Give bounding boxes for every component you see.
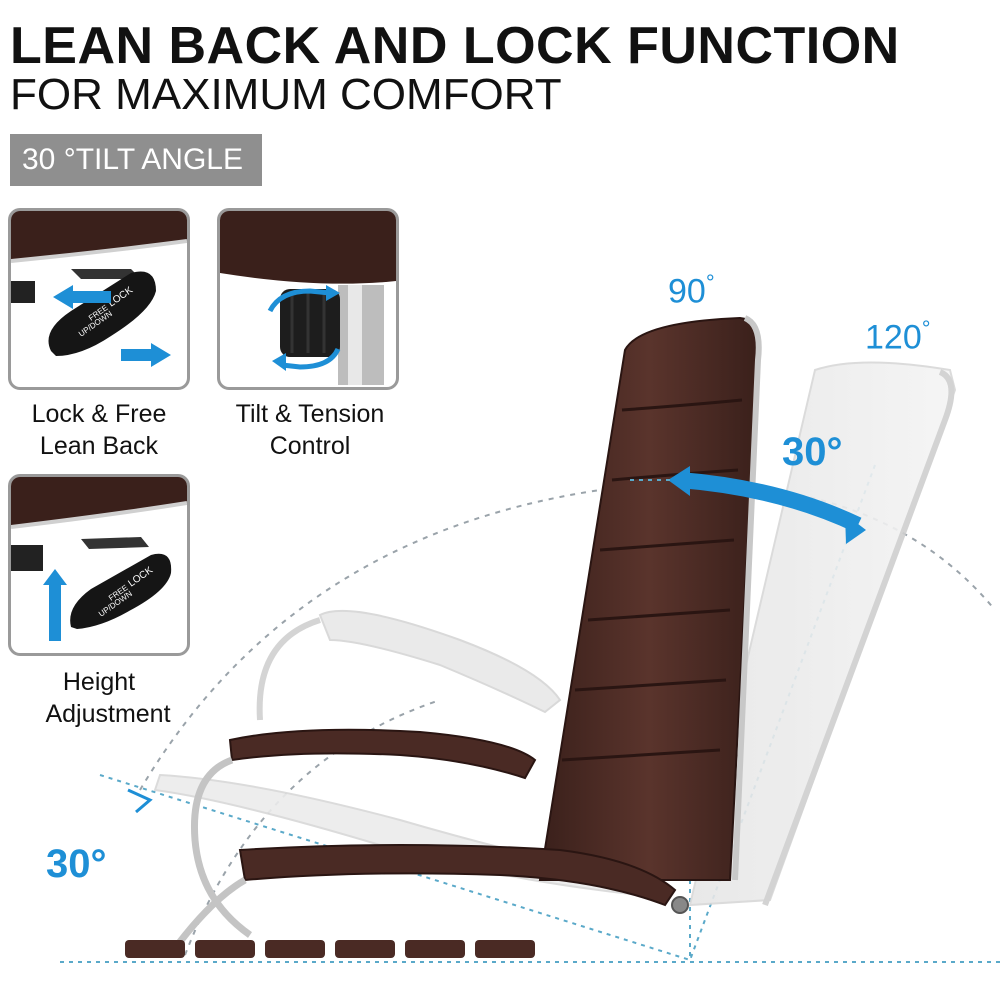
feature-caption-lock-line1: Lock & Free xyxy=(31,400,167,428)
feature-caption-tension-line2: Control xyxy=(269,432,351,460)
feature-caption-lock: Lock & Free Lean Back xyxy=(8,398,190,462)
feature-caption-height-line1: Height xyxy=(62,668,136,696)
feature-caption-lock-line2: Lean Back xyxy=(39,432,159,460)
feature-caption-tension: Tilt & Tension Control xyxy=(215,398,405,462)
seat-tilt-label: 30° xyxy=(46,842,107,886)
lever-icon: LOCK FREE UP/DOWN xyxy=(11,477,187,641)
page-title: LEAN BACK AND LOCK FUNCTION xyxy=(10,17,900,75)
upright-degree-symbol: ° xyxy=(705,270,715,295)
lever-icon: LOCK FREE UP/DOWN xyxy=(11,211,187,367)
feature-caption-height-line2: Adjustment xyxy=(45,700,171,728)
upright-chair xyxy=(125,315,762,958)
page-subtitle: FOR MAXIMUM COMFORT xyxy=(10,70,562,119)
tilt-angle-arrow xyxy=(679,472,862,533)
reclined-angle-label: 120° xyxy=(865,316,931,357)
back-tilt-label: 30° xyxy=(782,430,843,474)
feature-panel-height: LOCK FREE UP/DOWN xyxy=(8,474,190,656)
upright-angle-label: 90° xyxy=(668,270,715,311)
feature-caption-height: Height Adjustment xyxy=(8,666,208,730)
feature-panel-lock: LOCK FREE UP/DOWN xyxy=(8,208,190,390)
tension-knob-icon xyxy=(220,211,396,385)
reclined-degree-symbol: ° xyxy=(921,316,931,341)
feature-caption-tension-line1: Tilt & Tension xyxy=(235,400,385,428)
reclined-angle-value: 120 xyxy=(865,318,922,357)
feature-panel-tension xyxy=(217,208,399,390)
upright-angle-value: 90 xyxy=(668,272,706,311)
tilt-angle-badge: 30 °TILT ANGLE xyxy=(10,134,262,186)
